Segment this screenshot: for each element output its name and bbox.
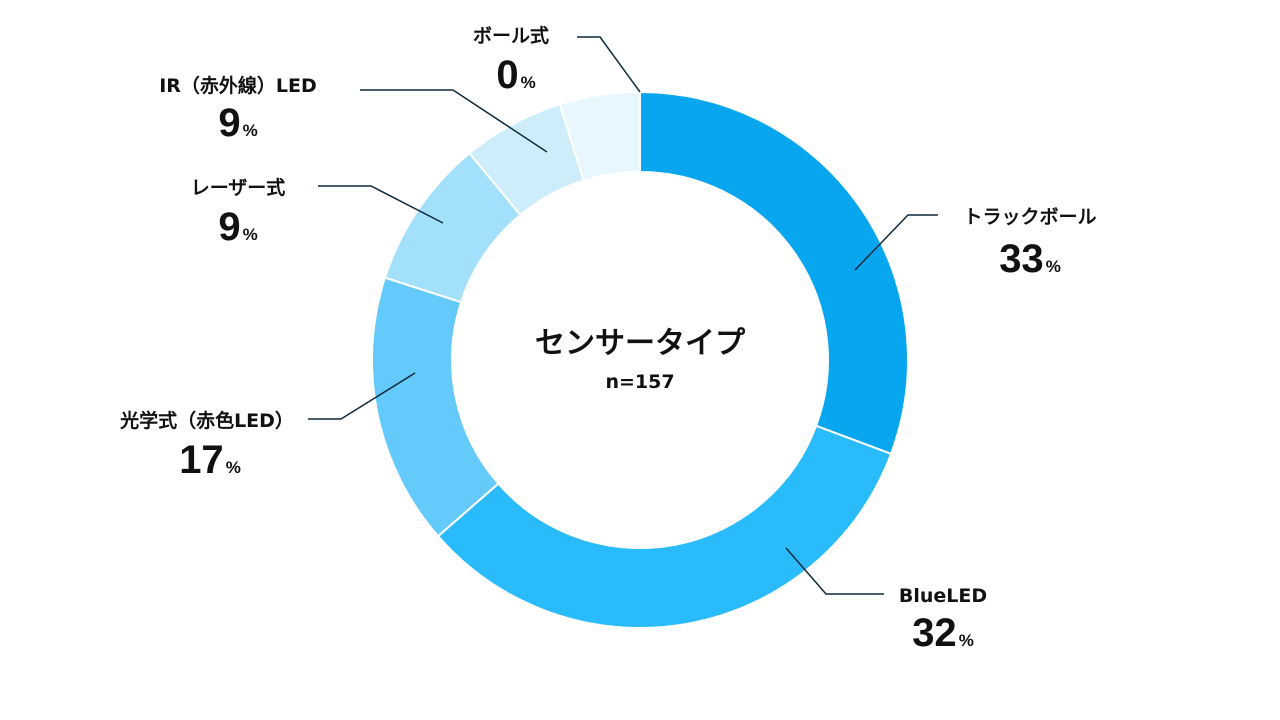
leader-line-0	[854, 214, 938, 271]
slice-2	[371, 276, 500, 538]
leader-line-2	[308, 372, 416, 420]
leader-line-5	[577, 36, 641, 93]
leader-lines	[308, 36, 938, 595]
slice-label-name-0: トラックボール	[963, 206, 1096, 228]
leader-line-1	[785, 547, 884, 595]
slice-label-name-4: IR（赤外線）LED	[159, 74, 317, 97]
slice-label-name-5: ボール式	[473, 24, 549, 47]
slice-label-value-0: 33%	[999, 237, 1061, 281]
slice-labels: トラックボール 33% BlueLED 32% 光学式（赤色LED） 17% レーザー式 9%…	[119, 24, 1096, 655]
slice-label-value-4: 9%	[218, 101, 257, 145]
slice-label-name-1: BlueLED	[899, 585, 987, 607]
sample-size: n=157	[605, 371, 674, 393]
slice-label-name-2: 光学式（赤色LED）	[119, 409, 294, 432]
leader-line-4	[360, 89, 548, 153]
slice-label-value-2: 17%	[179, 438, 241, 482]
chart-title: センサータイプ	[535, 326, 746, 361]
slice-5	[558, 90, 641, 182]
slice-label-value-3: 9%	[218, 205, 257, 249]
donut-slices	[371, 90, 909, 629]
leader-line-3	[318, 185, 444, 224]
slice-label-name-3: レーザー式	[191, 176, 286, 199]
slice-label-value-1: 32%	[912, 611, 974, 655]
slice-1	[436, 424, 893, 629]
slice-label-value-5: 0%	[496, 53, 535, 97]
slice-0	[639, 90, 909, 456]
